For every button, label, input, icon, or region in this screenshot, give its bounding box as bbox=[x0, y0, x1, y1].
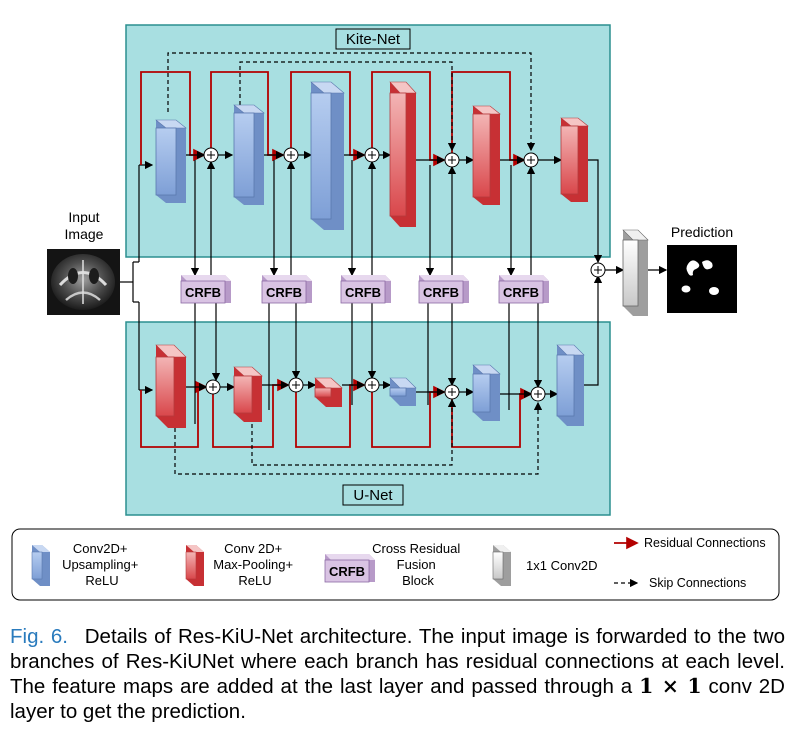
legend-conv1x1: 1x1 Conv2D bbox=[526, 558, 598, 573]
caption-math: 1 × 1 bbox=[639, 674, 702, 698]
legend-blue-icon bbox=[31, 545, 50, 586]
unet-block-6 bbox=[556, 344, 585, 426]
legend-crfb-3: Block bbox=[402, 573, 434, 588]
unet-block-5 bbox=[472, 364, 501, 421]
crfb-block-5: CRFB bbox=[498, 275, 549, 304]
unet-title-box bbox=[342, 484, 404, 506]
add-node-unet-4 bbox=[444, 384, 460, 400]
legend: Conv2D+ Upsampling+ ReLU Conv 2D+ Max-Po… bbox=[11, 528, 780, 601]
crfb-block-3: CRFB bbox=[340, 275, 391, 304]
crfb-label-5: CRFB bbox=[503, 285, 539, 300]
add-node-kite-5 bbox=[523, 152, 539, 168]
kite-block-2 bbox=[233, 104, 265, 205]
add-node-unet-5 bbox=[530, 386, 546, 402]
legend-crfb-2: Fusion bbox=[397, 557, 436, 572]
prediction-label: Prediction bbox=[671, 224, 733, 240]
kite-block-5 bbox=[472, 105, 501, 205]
input-label-line2: Image bbox=[65, 226, 104, 242]
legend-crfb-1: Cross Residual bbox=[372, 541, 460, 556]
unet-title: U-Net bbox=[353, 487, 393, 504]
add-node-kite-2 bbox=[283, 147, 299, 163]
legend-conv-up-1: Conv2D+ bbox=[73, 541, 128, 556]
add-node-kite-4 bbox=[444, 152, 460, 168]
svg-text:Cross Residual Fusion: Cross Residual Fusion Block bbox=[372, 541, 464, 588]
legend-conv-pool-1: Conv 2D+ bbox=[224, 541, 282, 556]
legend-conv-up-2: Upsampling+ bbox=[62, 557, 138, 572]
legend-skip: Skip Connections bbox=[649, 576, 746, 590]
legend-conv-pool-2: Max-Pooling+ bbox=[213, 557, 293, 572]
legend-conv-pool-3: ReLU bbox=[238, 573, 271, 588]
unet-panel bbox=[125, 321, 611, 516]
figure-caption: Fig. 6. Details of Res-KiU-Net architect… bbox=[10, 624, 785, 724]
add-node-unet-2 bbox=[288, 377, 304, 393]
conv1x1-block bbox=[622, 229, 649, 316]
addition-nodes bbox=[203, 147, 606, 402]
caption-text-after: conv 2D layer to get the prediction. bbox=[10, 675, 785, 723]
crfb-label-3: CRFB bbox=[345, 285, 381, 300]
unet-block-3 bbox=[314, 377, 343, 407]
crfb-label-2: CRFB bbox=[266, 285, 302, 300]
legend-crfb-icon-label: CRFB bbox=[329, 564, 365, 579]
caption-fig-number: Fig. 6. bbox=[10, 625, 68, 648]
legend-conv-up-3: ReLU bbox=[85, 573, 118, 588]
kite-net-title-box bbox=[335, 28, 411, 50]
add-node-final bbox=[590, 262, 606, 278]
add-node-kite-3 bbox=[364, 147, 380, 163]
architecture-diagram: Kite-Net U-Net Input Image bbox=[11, 24, 780, 601]
kite-net-title: Kite-Net bbox=[346, 31, 401, 48]
crfb-block-1: CRFB bbox=[180, 275, 231, 304]
input-ultrasound-image bbox=[47, 249, 120, 315]
crfb-block-2: CRFB bbox=[261, 275, 312, 304]
kite-skip-connections bbox=[167, 52, 536, 152]
kite-block-1 bbox=[155, 119, 187, 203]
svg-text:Conv2D+ Upsampling+: Conv2D+ Upsampling+ ReLU bbox=[62, 541, 142, 588]
kite-net-panel bbox=[125, 24, 611, 258]
unet-block-1 bbox=[155, 344, 187, 428]
add-node-unet-3 bbox=[364, 377, 380, 393]
unet-flow bbox=[186, 274, 603, 399]
crfb-block-4: CRFB bbox=[418, 275, 469, 304]
prediction-image bbox=[667, 245, 737, 313]
kite-flow bbox=[186, 150, 603, 264]
unet-block-2 bbox=[233, 366, 263, 422]
crfb-label-4: CRFB bbox=[423, 285, 459, 300]
legend-crfb-icon: CRFB bbox=[324, 554, 375, 583]
kite-block-4 bbox=[389, 81, 417, 227]
unet-skip-connections bbox=[174, 398, 543, 475]
unet-block-4 bbox=[389, 377, 417, 406]
crfb-label-1: CRFB bbox=[185, 285, 221, 300]
caption-text-before: Details of Res-KiU-Net architecture. The… bbox=[10, 625, 786, 698]
input-label-line1: Input bbox=[68, 209, 99, 225]
add-node-kite-1 bbox=[203, 147, 219, 163]
svg-text:Conv 2D+ Max-Pooling+: Conv 2D+ Max-Pooling+ ReLU bbox=[213, 541, 296, 588]
legend-red-icon bbox=[185, 545, 204, 586]
kite-block-6 bbox=[560, 117, 589, 202]
add-node-unet-1 bbox=[205, 379, 221, 395]
legend-residual: Residual Connections bbox=[644, 536, 766, 550]
kite-block-3 bbox=[310, 81, 345, 230]
legend-gray-icon bbox=[492, 545, 511, 586]
